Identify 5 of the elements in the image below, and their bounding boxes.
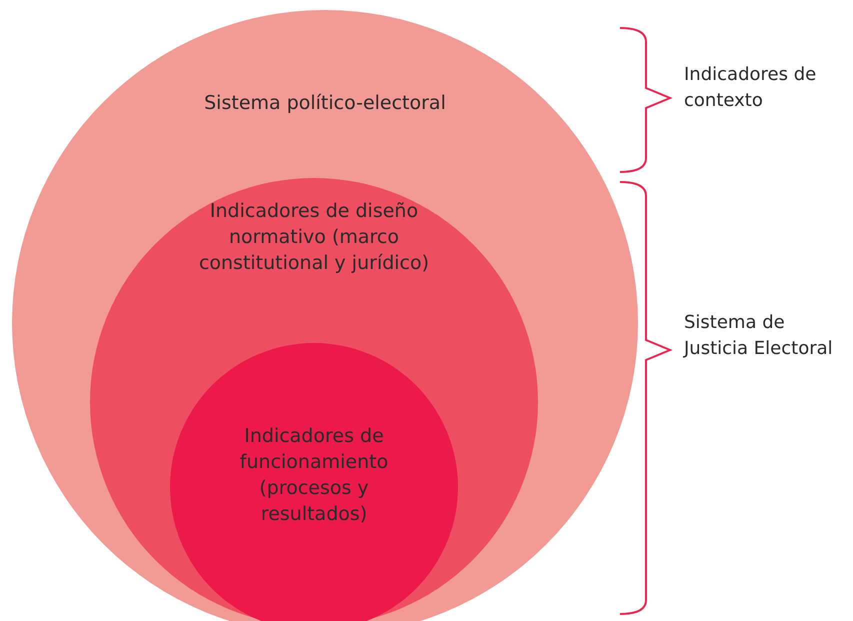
- bracket-label: Indicadores de contexto: [684, 63, 818, 113]
- circle-label: Indicadores de diseño normativo (marco constitutional y jurídico): [198, 199, 430, 276]
- bracket-label: Sistema de Justicia Electoral: [684, 311, 834, 361]
- circle-label: Sistema político-electoral: [203, 91, 447, 116]
- circle-label: Indicadores de funcionamiento (procesos y resultados): [238, 424, 390, 527]
